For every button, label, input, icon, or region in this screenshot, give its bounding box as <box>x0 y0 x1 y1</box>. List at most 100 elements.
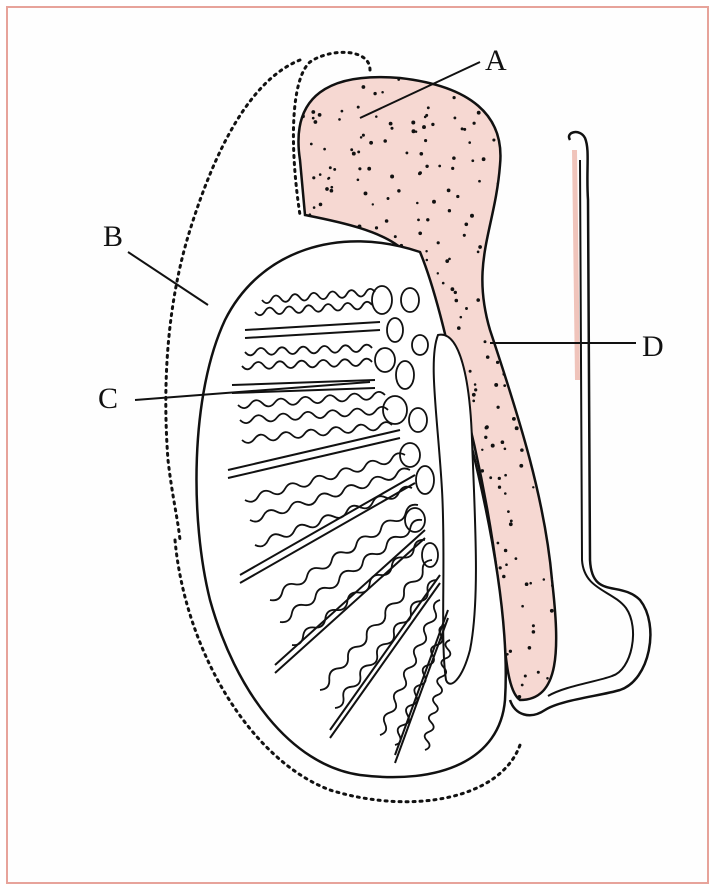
stipple-dot <box>560 637 563 640</box>
stipple-dot <box>559 657 563 661</box>
stipple-dot <box>565 473 569 477</box>
stipple-dot <box>453 116 456 119</box>
stipple-dot <box>454 299 458 303</box>
stipple-dot <box>518 695 522 699</box>
stipple-dot <box>362 134 365 137</box>
stipple-dot <box>509 650 512 653</box>
stipple-dot <box>532 630 536 634</box>
stipple-dot <box>314 120 318 124</box>
stipple-dot <box>367 167 371 171</box>
stipple-dot <box>549 94 553 98</box>
stipple-dot <box>532 624 535 627</box>
stipple-dot <box>319 173 322 176</box>
stipple-dot <box>424 139 427 142</box>
stipple-dot <box>565 354 568 357</box>
stipple-dot <box>381 91 384 94</box>
stipple-dot <box>492 138 495 141</box>
stipple-dot <box>509 522 513 526</box>
stipple-dot <box>543 451 546 454</box>
stipple-dot <box>299 95 303 99</box>
stipple-dot <box>390 127 393 130</box>
stipple-dot <box>322 233 325 236</box>
stipple-dot <box>357 150 360 153</box>
stipple-dot <box>468 141 471 144</box>
stipple-dot <box>470 214 474 218</box>
label-c: C <box>98 382 118 415</box>
stipple-dot <box>501 440 505 444</box>
stipple-dot <box>537 291 540 294</box>
stipple-dot <box>557 398 559 400</box>
rete-channel <box>416 466 434 494</box>
stipple-dot <box>481 469 484 472</box>
stipple-dot <box>515 426 519 430</box>
stipple-dot <box>473 122 476 125</box>
stipple-dot <box>512 417 516 421</box>
stipple-dot <box>478 245 482 249</box>
stipple-dot <box>451 287 455 291</box>
stipple-dot <box>389 122 393 126</box>
stipple-dot <box>416 202 419 205</box>
stipple-dot <box>358 167 361 170</box>
stipple-dot <box>543 408 546 411</box>
stipple-dot <box>560 125 564 129</box>
stipple-dot <box>535 345 538 348</box>
stipple-dot <box>328 177 331 180</box>
stipple-dot <box>562 305 566 309</box>
stipple-dot <box>463 128 466 131</box>
stipple-dot <box>543 411 547 415</box>
stipple-dot <box>447 189 451 193</box>
stipple-dot <box>502 575 506 579</box>
stipple-dot <box>373 92 376 95</box>
stipple-dot <box>411 121 415 125</box>
stipple-dot <box>507 113 509 115</box>
stipple-dot <box>484 340 487 343</box>
stipple-dot <box>498 486 501 489</box>
stipple-dot <box>521 605 524 608</box>
stipple-dot <box>318 113 322 117</box>
leader-line-b <box>128 252 208 305</box>
stipple-dot <box>508 249 511 252</box>
stipple-dot <box>329 166 332 169</box>
stipple-dot <box>505 563 508 566</box>
stipple-dot <box>555 75 558 78</box>
stipple-dot <box>383 139 387 143</box>
stipple-dot <box>309 77 312 80</box>
stipple-dot <box>502 259 505 262</box>
stipple-dot <box>553 265 557 269</box>
stipple-dot <box>483 87 487 91</box>
stipple-dot <box>289 216 293 220</box>
stipple-dot <box>541 140 544 143</box>
stipple-dot <box>310 143 313 146</box>
stipple-dot <box>394 235 397 238</box>
stipple-dot <box>424 116 427 119</box>
stipple-dot <box>562 186 565 189</box>
stipple-dot <box>357 106 360 109</box>
stipple-dot <box>375 115 378 118</box>
stipple-dot <box>313 206 316 209</box>
stipple-dot <box>512 288 515 291</box>
stipple-dot <box>476 298 480 302</box>
stipple-dot <box>464 222 468 226</box>
stipple-dot <box>554 449 557 452</box>
stipple-dot <box>550 685 553 688</box>
vas-lumen-fill <box>572 150 580 380</box>
stipple-dot <box>528 646 532 650</box>
stipple-dot <box>454 291 457 294</box>
stipple-dot <box>504 474 507 477</box>
stipple-dot <box>437 241 440 244</box>
stipple-dot <box>472 393 476 397</box>
stipple-dot <box>510 519 513 522</box>
stipple-dot <box>506 101 509 104</box>
stipple-dot <box>425 250 427 252</box>
stipple-dot <box>293 236 297 240</box>
stipple-dot <box>514 157 517 160</box>
stipple-dot <box>532 486 534 488</box>
stipple-dot <box>333 168 336 171</box>
stipple-dot <box>452 156 456 160</box>
stipple-dot <box>477 251 480 254</box>
stipple-dot <box>448 258 451 261</box>
stipple-dot <box>362 85 366 89</box>
stipple-dot <box>431 123 434 126</box>
stipple-dot <box>426 218 429 221</box>
stipple-dot <box>497 542 500 545</box>
